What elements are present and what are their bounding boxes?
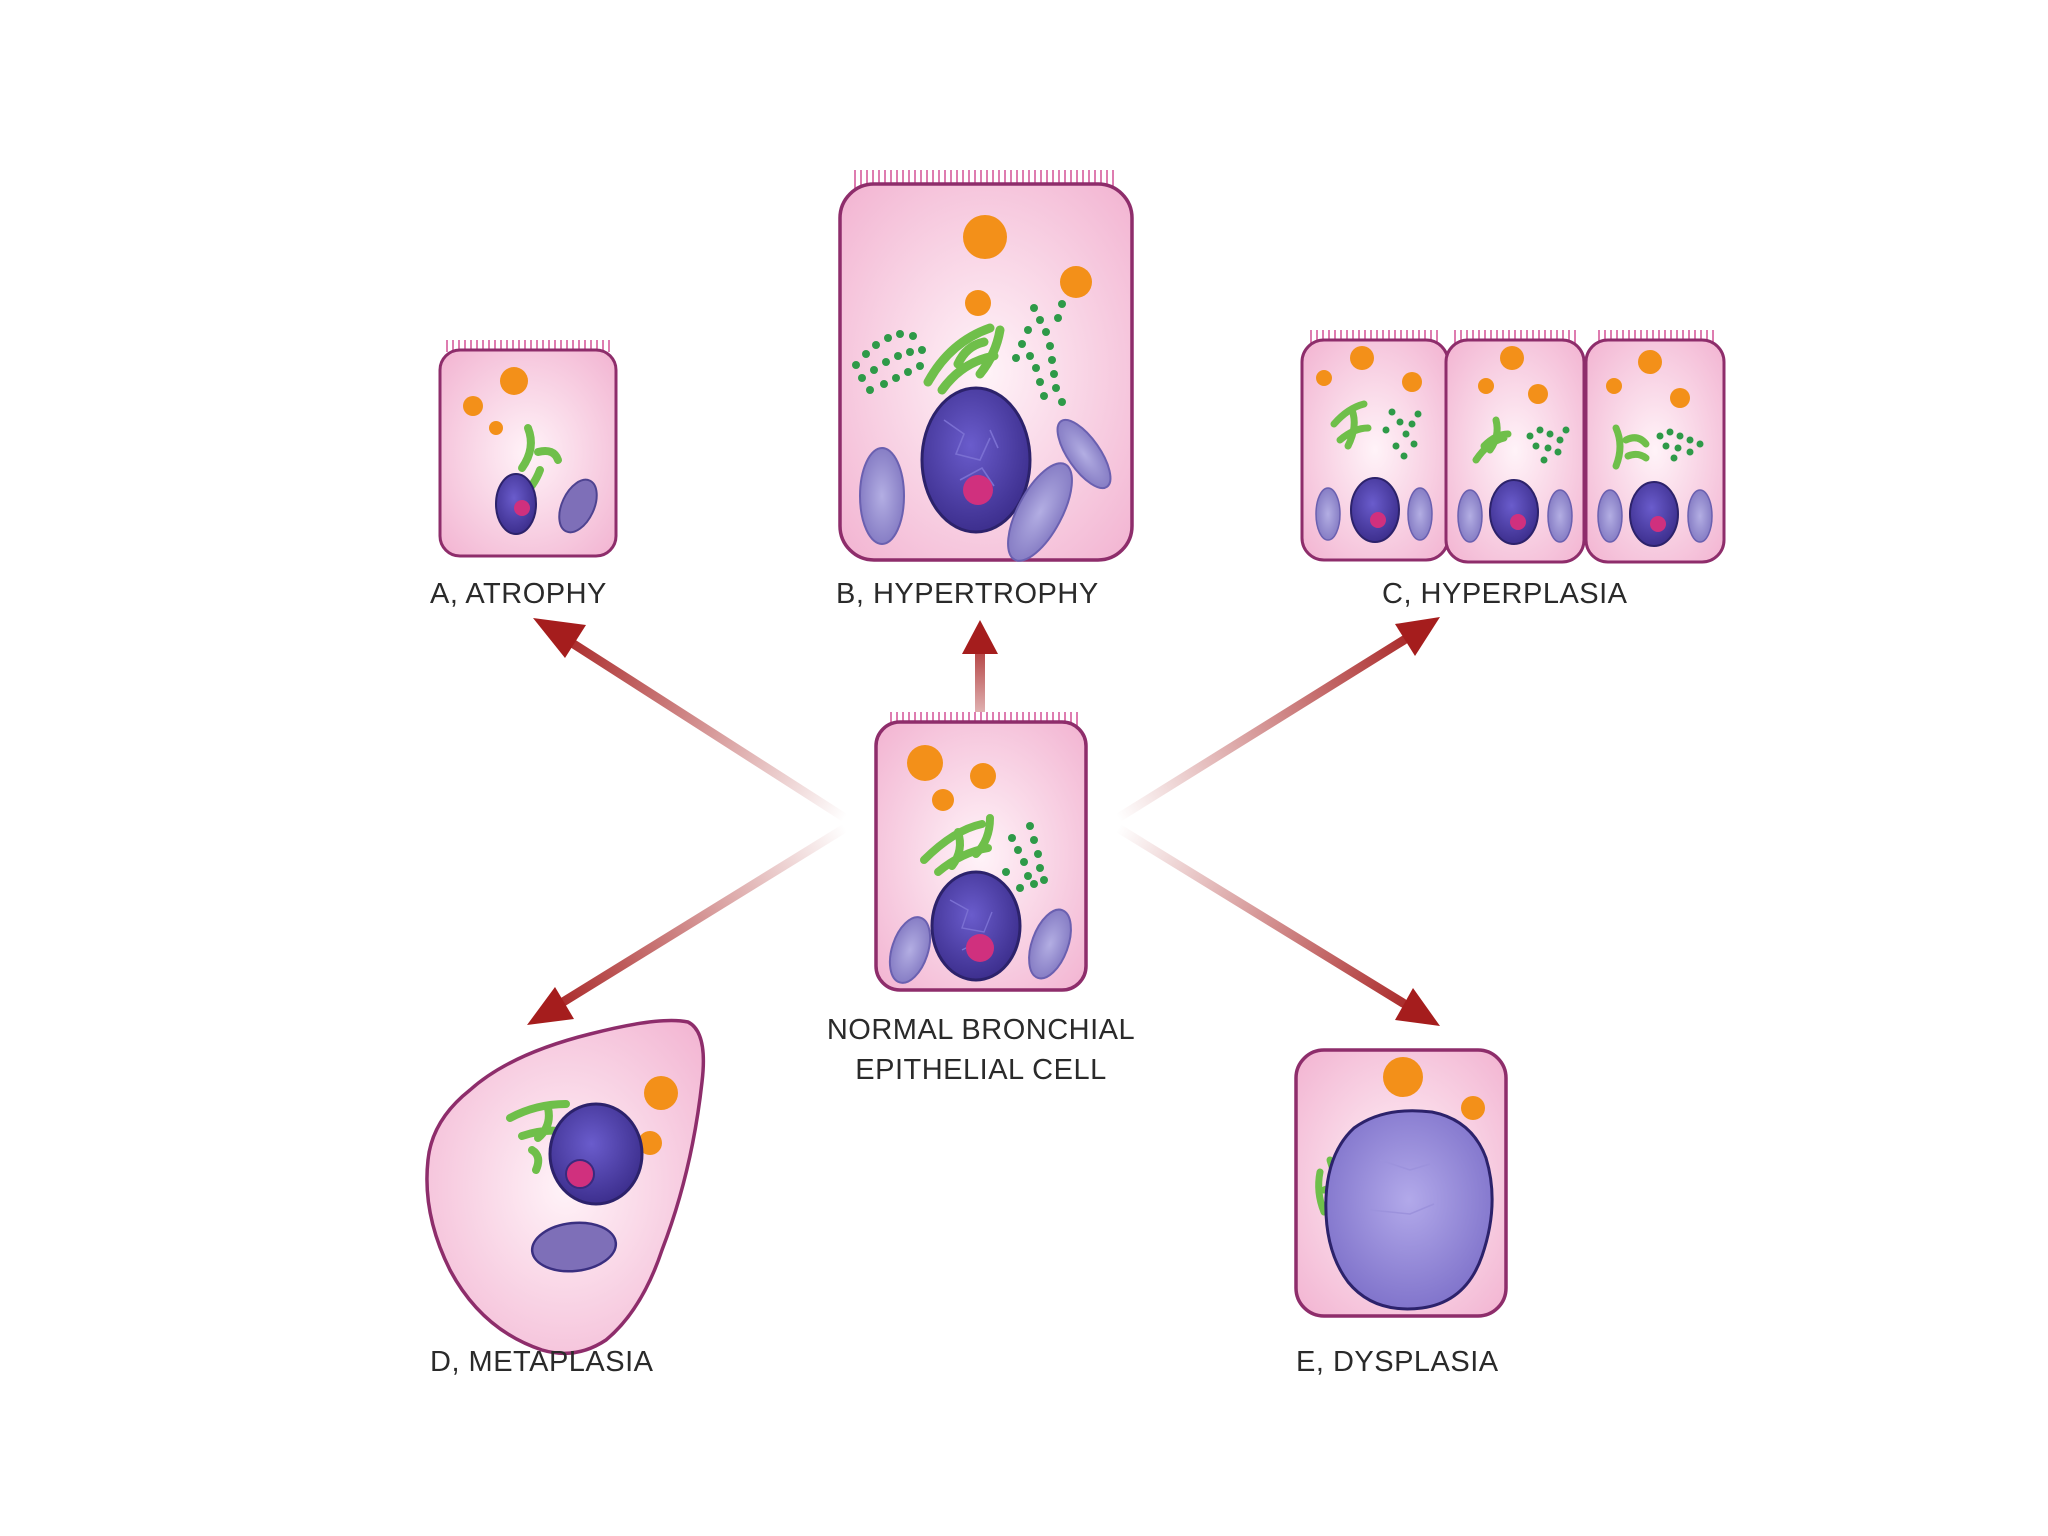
arrow-to-atrophy bbox=[533, 618, 850, 823]
cell-membrane bbox=[874, 720, 1088, 992]
secretory-granule bbox=[1060, 266, 1092, 298]
secretory-granule bbox=[963, 215, 1007, 259]
hypertrophy-cell bbox=[838, 170, 1134, 562]
label-normal-cell: NORMAL BRONCHIAL EPITHELIAL CELL bbox=[780, 1010, 1182, 1090]
label-hyperplasia: C, HYPERPLASIA bbox=[1382, 578, 1628, 610]
nucleolus bbox=[1650, 516, 1666, 532]
mitochondrion bbox=[888, 916, 932, 984]
nucleus bbox=[1629, 481, 1679, 547]
mitochondrion bbox=[558, 478, 598, 534]
secretory-granule bbox=[644, 1076, 678, 1110]
secretory-granule bbox=[1670, 388, 1690, 408]
mitochondrion bbox=[859, 447, 905, 545]
mitochondrion bbox=[1407, 487, 1433, 541]
nucleus bbox=[1350, 477, 1400, 543]
golgi-apparatus bbox=[1472, 416, 1512, 464]
arrow-to-metaplasia bbox=[527, 823, 850, 1025]
secretory-granule bbox=[1402, 372, 1422, 392]
metaplasia-cell bbox=[425, 1018, 706, 1356]
arrow-to-hypertrophy bbox=[962, 620, 998, 712]
mitochondrion bbox=[1056, 418, 1112, 490]
hyperplasia-cell-2 bbox=[1444, 330, 1586, 564]
hyperplasia-cell-3 bbox=[1584, 330, 1726, 564]
nucleolus bbox=[1510, 514, 1526, 530]
mitochondrion bbox=[530, 1221, 618, 1273]
golgi-apparatus bbox=[923, 323, 1005, 395]
secretory-granule bbox=[489, 421, 503, 435]
mitochondrion bbox=[1597, 489, 1623, 543]
label-atrophy: A, ATROPHY bbox=[430, 578, 607, 610]
golgi-apparatus bbox=[920, 814, 994, 876]
secretory-granule bbox=[500, 367, 528, 395]
chromatin bbox=[1369, 1159, 1435, 1251]
secretory-granule bbox=[1478, 378, 1494, 394]
secretory-granule bbox=[1316, 370, 1332, 386]
secretory-granule bbox=[965, 290, 991, 316]
chromatin bbox=[943, 419, 999, 487]
golgi-apparatus bbox=[506, 1100, 570, 1174]
secretory-granule bbox=[1500, 346, 1524, 370]
nucleus bbox=[920, 386, 1032, 534]
normal-cell bbox=[874, 712, 1088, 992]
nucleus bbox=[1489, 479, 1539, 545]
rough-er bbox=[1656, 428, 1704, 462]
mitochondrion bbox=[1028, 908, 1072, 980]
arrow-to-hyperplasia bbox=[1113, 617, 1440, 823]
secretory-granule bbox=[1638, 350, 1662, 374]
dysplasia-cell bbox=[1294, 1048, 1508, 1318]
secretory-granule bbox=[1606, 378, 1622, 394]
label-normal-line1: NORMAL BRONCHIAL bbox=[826, 1014, 1136, 1046]
rough-er bbox=[1382, 408, 1422, 460]
secretory-granule bbox=[907, 745, 943, 781]
golgi-apparatus bbox=[1330, 400, 1372, 450]
nucleolus bbox=[514, 500, 530, 516]
arrow-to-dysplasia bbox=[1113, 823, 1440, 1026]
secretory-granule bbox=[1461, 1096, 1485, 1120]
nucleus bbox=[930, 870, 1022, 982]
secretory-granule bbox=[1350, 346, 1374, 370]
label-metaplasia: D, METAPLASIA bbox=[430, 1346, 654, 1378]
label-dysplasia: E, DYSPLASIA bbox=[1296, 1346, 1499, 1378]
golgi-apparatus bbox=[1612, 424, 1650, 470]
label-normal-line2: EPITHELIAL CELL bbox=[855, 1054, 1107, 1086]
nucleolus bbox=[963, 475, 993, 505]
mitochondrion bbox=[1315, 487, 1341, 541]
rough-er bbox=[1526, 426, 1570, 464]
rough-er bbox=[1002, 822, 1048, 892]
mitochondrion bbox=[1547, 489, 1573, 543]
nucleolus bbox=[1370, 512, 1386, 528]
rough-er bbox=[852, 300, 1066, 406]
mitochondrion bbox=[1687, 489, 1713, 543]
label-hypertrophy: B, HYPERTROPHY bbox=[836, 578, 1099, 610]
nucleolus bbox=[565, 1159, 595, 1189]
secretory-granule bbox=[638, 1131, 662, 1155]
hyperplasia-cells bbox=[1300, 330, 1726, 564]
mitochondrion bbox=[1007, 462, 1073, 562]
nucleolus bbox=[966, 934, 994, 962]
secretory-granule bbox=[932, 789, 954, 811]
mitochondrion bbox=[1457, 489, 1483, 543]
secretory-granule bbox=[1383, 1057, 1423, 1097]
atrophy-cell bbox=[438, 340, 618, 558]
secretory-granule bbox=[1528, 384, 1548, 404]
secretory-granule bbox=[970, 763, 996, 789]
hyperplasia-cell-1 bbox=[1300, 330, 1450, 562]
secretory-granule bbox=[463, 396, 483, 416]
nucleus bbox=[548, 1102, 644, 1206]
nucleus bbox=[1324, 1109, 1494, 1311]
